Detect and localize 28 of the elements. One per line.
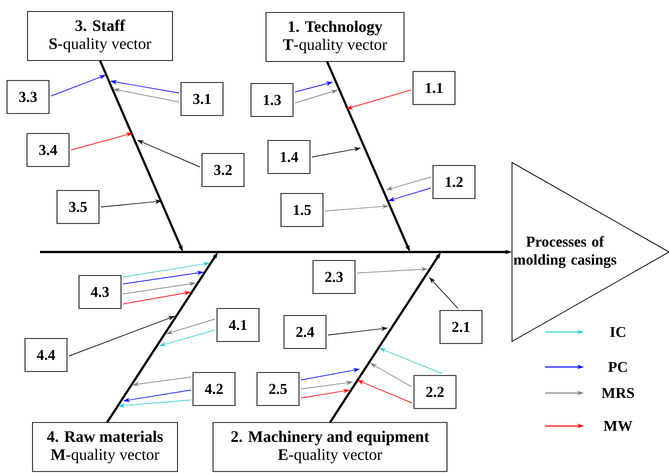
legend-label: MW [604,420,632,431]
number-box: 1.4 [268,140,310,174]
category-box: 2. Machinery and equipment E-quality vector [212,422,448,472]
number-box: 2.4 [284,315,326,349]
number-box: 2.3 [312,260,356,294]
number-box: 4.3 [78,275,122,309]
category-box: 4. Raw materials M-quality vector [32,422,178,472]
number-box: 1.3 [250,83,294,117]
number-box: 4.2 [192,372,236,406]
legend-label: PC [608,362,627,372]
number-box: 4.1 [216,308,260,342]
number-box: 3.5 [56,190,100,224]
number-box: 3.3 [6,80,50,114]
number-box: 3.4 [26,133,70,167]
number-box: 3.1 [180,82,224,116]
category-box: 1. Technology T-quality vector [266,12,404,62]
legend-label: IC [610,326,626,338]
arrow [429,277,458,309]
number-box: 4.4 [24,338,68,372]
number-box: 1.5 [280,193,324,227]
legend-label: MRS [602,388,634,398]
number-box: 2.2 [414,375,456,409]
number-box: 2.5 [256,372,300,406]
number-box: 3.2 [202,153,244,187]
category-box: 3. Staff S-quality vector [27,11,173,61]
number-box: 1.1 [412,71,456,105]
number-box: 2.1 [440,310,482,344]
number-box: 1.2 [432,165,476,199]
